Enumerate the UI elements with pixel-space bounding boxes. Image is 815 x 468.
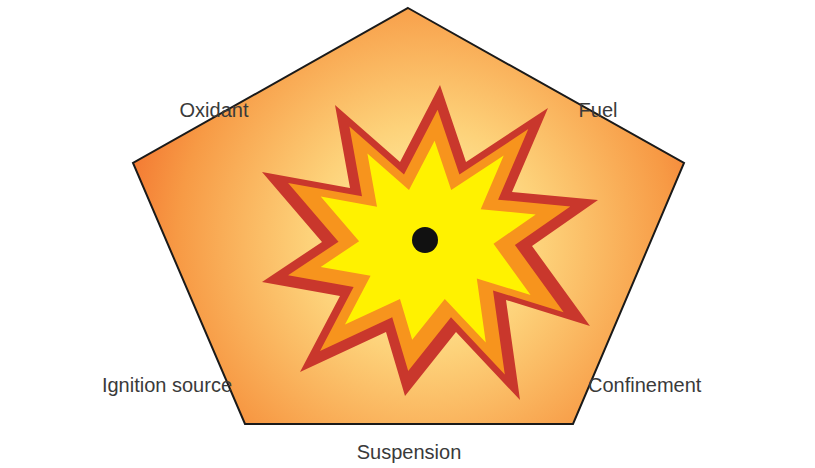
burst-outer bbox=[262, 85, 598, 400]
factor-label: Ignition source bbox=[102, 373, 232, 397]
center-dot bbox=[412, 227, 438, 253]
pentagon-outline bbox=[133, 8, 684, 424]
burst-inner bbox=[321, 141, 536, 343]
burst-middle bbox=[288, 110, 570, 375]
factor-label: Fuel bbox=[579, 98, 618, 122]
factor-label: Suspension bbox=[357, 440, 462, 464]
factor-label: Confinement bbox=[588, 373, 701, 397]
explosion-burst bbox=[262, 85, 598, 400]
factor-label: Oxidant bbox=[180, 98, 249, 122]
